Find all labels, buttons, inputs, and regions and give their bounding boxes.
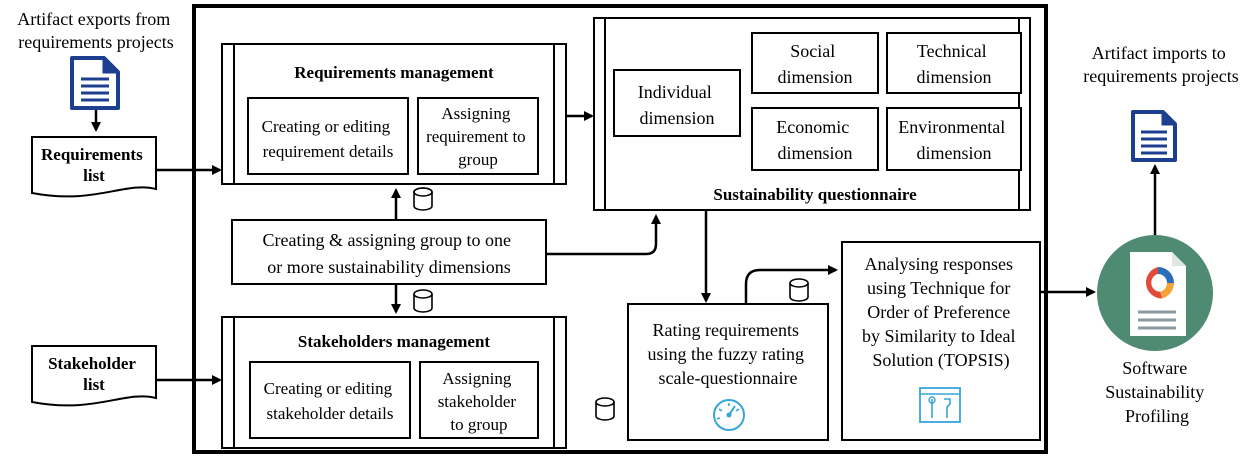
- artifact-exports-label: Artifact exports from requirements proje…: [17, 9, 174, 52]
- topsis-analysis-label: Analysing responses using Technique for …: [862, 254, 1020, 371]
- social-dimension-label: Social dimension: [778, 41, 853, 87]
- assign-stakeholder-group-label: Assigning stakeholder to group: [438, 369, 521, 434]
- edit-stakeholder-details-label: Creating or editing stakeholder details: [264, 379, 397, 423]
- requirements-management-title: Requirements management: [294, 63, 494, 82]
- technical-dimension-label: Technical dimension: [917, 41, 992, 87]
- tools-icon: [919, 387, 961, 423]
- economic-dimension-label: Economic dimension: [776, 117, 853, 163]
- stakeholder-list-document: [31, 345, 157, 407]
- environmental-dimension-label: Environmental dimension: [898, 117, 1009, 163]
- requirements-management-process: Requirements management Creating or edit…: [221, 43, 567, 185]
- stakeholders-management-process: Stakeholders management Creating or edit…: [221, 316, 567, 449]
- database-icon: [789, 278, 809, 302]
- rating-label: Rating requirements using the fuzzy rati…: [648, 320, 809, 388]
- stakeholder-list-label: Stakeholder list: [48, 354, 140, 394]
- rating-process: Rating requirements using the fuzzy rati…: [627, 303, 829, 441]
- system-boundary: [192, 4, 1048, 454]
- document-import-icon: [1131, 110, 1177, 162]
- requirements-list-label: Requirements list: [41, 145, 147, 185]
- assign-requirement-group-label: Assigning requirement to group: [426, 104, 530, 169]
- group-assignment-label: Creating & assigning group to one or mor…: [263, 230, 516, 277]
- sustainability-questionnaire-title: Sustainability questionnaire: [713, 185, 917, 204]
- database-icon: [413, 289, 433, 313]
- database-icon: [413, 187, 433, 211]
- sustainability-report-icon: [1097, 235, 1213, 351]
- edit-requirement-details-label: Creating or editing requirement details: [262, 117, 395, 161]
- group-assignment-process: Creating & assigning group to one or mor…: [231, 219, 547, 285]
- database-icon: [595, 397, 615, 421]
- individual-dimension-label: Individual dimension: [638, 82, 717, 128]
- stakeholders-management-title: Stakeholders management: [298, 332, 491, 351]
- requirements-list-document: [31, 136, 157, 198]
- gauge-icon: [713, 399, 745, 431]
- software-sustainability-profiling-label: Software Sustainability Profiling: [1105, 358, 1209, 426]
- topsis-analysis-process: Analysing responses using Technique for …: [841, 241, 1041, 441]
- artifact-imports-label: Artifact imports to requirements project…: [1083, 43, 1238, 86]
- document-export-icon: [70, 56, 120, 110]
- sustainability-questionnaire-process: Sustainability questionnaire Individual …: [593, 17, 1031, 211]
